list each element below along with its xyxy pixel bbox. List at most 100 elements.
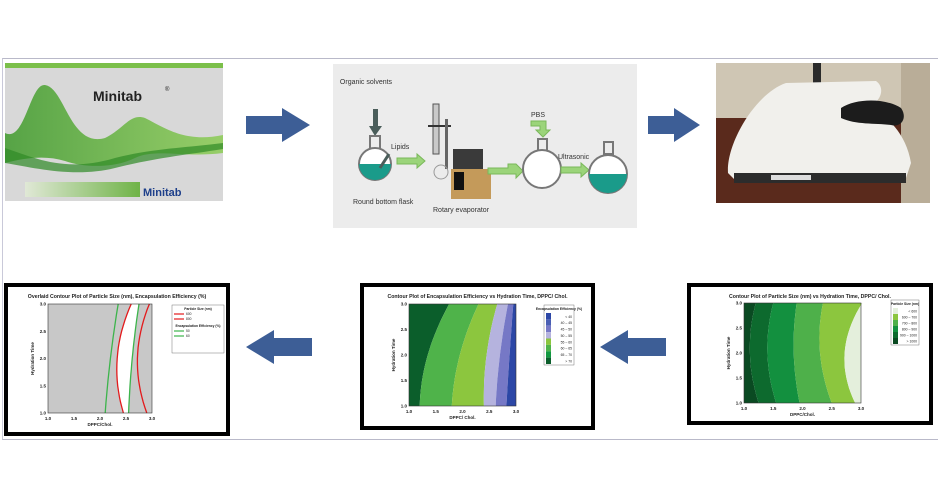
label-organic-solvents: Organic solvents — [340, 79, 393, 86]
figure-frame — [2, 58, 938, 440]
x-axis-label: DPPC/Chol. — [790, 412, 815, 417]
y-tick-label: 1.0 — [736, 401, 743, 406]
liposome-preparation-schematic: Organic solvents Lipids Round bottom fla… — [333, 64, 637, 228]
sample-compartment-lid — [841, 100, 904, 126]
legend-label: 50 – 55 — [561, 334, 572, 338]
legend-label: 55 – 60 — [561, 340, 572, 344]
y-axis-label: Hydration Time — [726, 336, 731, 369]
y-tick-label: 1.0 — [40, 411, 47, 416]
chart-title: Overlaid Contour Plot of Particle Size (… — [28, 294, 207, 300]
y-tick-label: 1.5 — [736, 376, 743, 381]
x-axis-label: DPPC/Chol. — [87, 422, 112, 427]
x-tick-label: 1.0 — [406, 409, 413, 414]
legend-swatch — [546, 332, 551, 339]
y-tick-label: 3.0 — [401, 302, 408, 307]
y-tick-label: 1.5 — [40, 383, 47, 388]
legend-swatch — [546, 319, 551, 326]
legend-box — [171, 304, 225, 354]
x-tick-label: 3.0 — [149, 416, 156, 421]
legend-swatch — [893, 338, 898, 344]
legend-swatch — [893, 314, 898, 320]
x-tick-label: 2.0 — [97, 416, 104, 421]
plot-area-border — [47, 303, 153, 414]
legend-swatch — [893, 326, 898, 332]
chart-title: Contour Plot of Encapsulation Efficiency… — [387, 294, 568, 300]
left-arrow-icon — [246, 330, 312, 364]
legend-swatch — [546, 313, 551, 320]
y-tick-label: 3.0 — [736, 301, 743, 306]
green-arrow-icon — [487, 163, 524, 180]
label-rotary-evaporator: Rotary evaporator — [433, 207, 490, 214]
empty-flask-icon — [522, 138, 562, 189]
particle-size-analyzer-photo — [716, 63, 930, 203]
round-bottom-flask-icon — [358, 135, 392, 181]
legend-label: 40 – 45 — [561, 321, 572, 325]
y-axis-label: Hydration Time — [391, 338, 396, 371]
legend-swatch — [546, 325, 551, 333]
overlaid-contour-plot: Overlaid Contour Plot of Particle Size (… — [4, 283, 230, 436]
label-pbs: PBS — [531, 112, 545, 119]
particle-size-contour-line — [116, 303, 132, 414]
encapsulation-efficiency-contour-line — [127, 303, 140, 414]
legend-label: < 40 — [565, 315, 572, 319]
legend-label: 600 – 700 — [902, 316, 917, 320]
contour-band — [409, 304, 450, 406]
right-arrow-icon — [246, 108, 310, 142]
legend-label: > 70 — [565, 359, 572, 363]
contour-band — [819, 303, 863, 403]
label-lipids: Lipids — [391, 144, 410, 151]
x-tick-label: 1.0 — [741, 406, 748, 411]
y-tick-label: 2.5 — [40, 329, 47, 334]
liposome-flask-icon — [588, 141, 628, 194]
y-tick-label: 2.0 — [736, 351, 743, 356]
x-tick-label: 1.5 — [433, 409, 440, 414]
legend-label: 60 — [186, 334, 190, 338]
legend-group-title: Encapsulation Efficiency (%) — [175, 324, 220, 328]
contour-band — [483, 304, 508, 406]
legend-label: 50 — [186, 329, 190, 333]
legend-swatch — [546, 344, 551, 352]
arrow-left-2 — [600, 330, 666, 369]
y-tick-label: 1.5 — [401, 378, 408, 383]
x-tick-label: 3.0 — [858, 406, 865, 411]
chart-title: Contour Plot of Particle Size (nm) vs Hy… — [729, 294, 891, 300]
contour-band — [419, 304, 479, 406]
x-tick-label: 1.5 — [770, 406, 777, 411]
minitab-logo-text: Minitab — [93, 88, 142, 104]
legend-group-title: Particle Size (nm) — [184, 307, 211, 311]
contour-band — [744, 303, 759, 403]
legend-swatch — [893, 308, 898, 314]
contour-band — [506, 304, 516, 406]
legend-label: 800 — [186, 317, 192, 321]
minitab-footer-logo: Minitab — [143, 187, 182, 199]
particle-size-contour-plot: Contour Plot of Particle Size (nm) vs Hy… — [687, 283, 933, 425]
legend-label: 45 – 50 — [561, 328, 572, 332]
plot-area-border — [408, 303, 517, 407]
arrow-left-1 — [246, 330, 312, 369]
particle-size-contour-line — [136, 303, 151, 414]
legend-label: 600 — [186, 312, 192, 316]
contour-band — [495, 304, 514, 406]
contour-band — [451, 304, 498, 406]
green-arrow-icon — [396, 152, 426, 170]
x-tick-label: 1.5 — [71, 416, 78, 421]
legend-swatch — [893, 332, 898, 338]
legend-swatch — [893, 320, 898, 326]
label-ultrasonic: Ultrasonic — [558, 154, 590, 161]
x-tick-label: 2.0 — [459, 409, 466, 414]
left-arrow-icon — [600, 330, 666, 364]
encapsulation-efficiency-contour-line — [104, 303, 119, 414]
contour-band — [844, 303, 863, 403]
y-tick-label: 2.0 — [401, 353, 408, 358]
minitab-software-panel: Minitab ® Minitab — [5, 63, 223, 201]
x-tick-label: 1.0 — [45, 416, 52, 421]
y-tick-label: 3.0 — [40, 302, 47, 307]
legend-title: Encapsulation Efficiency (%) — [536, 307, 582, 311]
legend-swatch — [546, 338, 551, 345]
x-tick-label: 2.0 — [799, 406, 806, 411]
arrow-right-2 — [648, 108, 700, 147]
contour-band — [793, 303, 832, 403]
rotary-evaporator-icon — [428, 103, 491, 199]
legend: Encapsulation Efficiency (%) < 40 40 – 45 4… — [536, 304, 582, 366]
